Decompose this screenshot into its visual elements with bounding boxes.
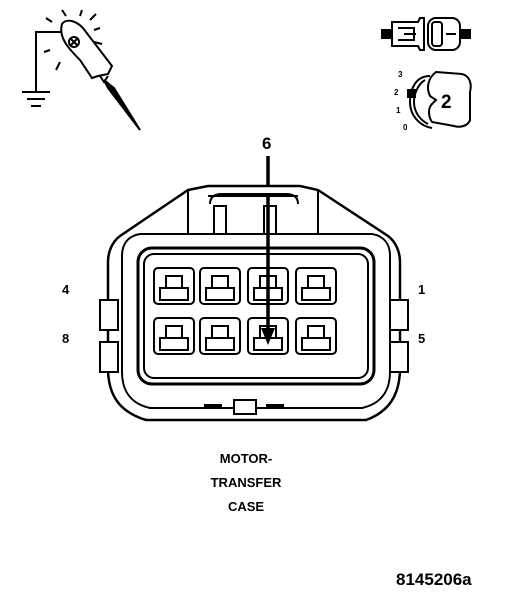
pin-cavity — [199, 267, 241, 305]
pin-label-5: 5 — [418, 331, 426, 346]
ring-number-2: 2 — [394, 88, 399, 97]
connector-name-line-2: TRANSFER — [210, 475, 282, 490]
pin-cavity — [153, 317, 195, 355]
callout-number: 6 — [262, 134, 272, 153]
ring-number-1: 1 — [396, 106, 401, 115]
pin-cavity — [199, 317, 241, 355]
pin-cavities — [153, 267, 337, 355]
pin-label-8: 8 — [62, 331, 70, 346]
ring-number-3: 3 — [398, 70, 403, 79]
connector-name-line-3: CASE — [227, 499, 265, 514]
figure-id: 8145206a — [396, 570, 472, 589]
ring-number-0: 0 — [403, 123, 408, 132]
test-probe-icon — [22, 9, 141, 131]
pin-cavity — [295, 267, 337, 305]
pin-label-4: 4 — [62, 282, 70, 297]
connector-name-line-1: MOTOR- — [219, 451, 273, 466]
terminal-number: 2 — [441, 92, 452, 113]
pin-cavity — [295, 317, 337, 355]
callout-arrow-front — [261, 196, 275, 345]
connector-plug-icon — [381, 17, 471, 51]
ground-symbol-icon — [22, 91, 50, 107]
terminal-ring-icon — [407, 70, 472, 129]
pin-label-1: 1 — [418, 282, 426, 297]
pin-cavity — [153, 267, 195, 305]
